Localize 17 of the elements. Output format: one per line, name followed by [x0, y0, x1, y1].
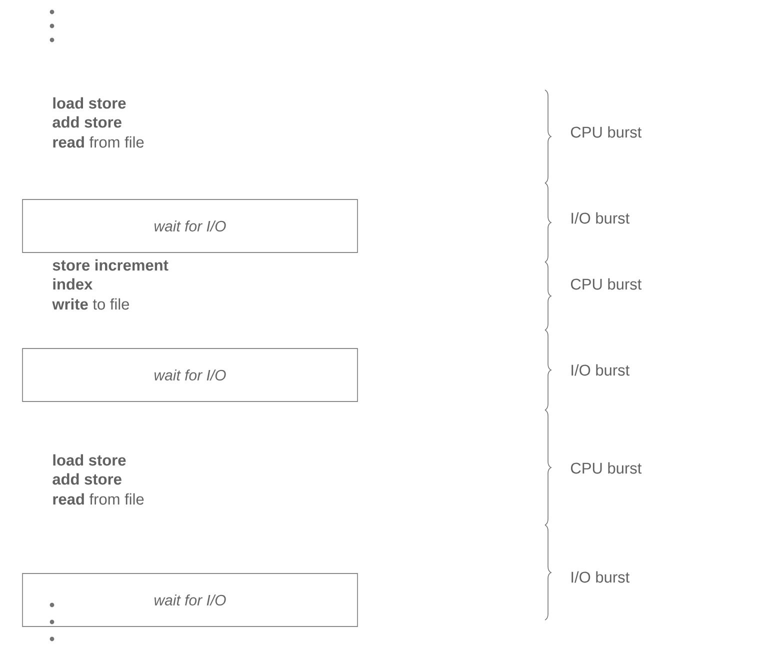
- code-line: read from file: [53, 493, 144, 505]
- code-line: add store: [52, 116, 122, 128]
- code-line: write to file: [52, 298, 130, 310]
- burst-label: I/O burst: [572, 571, 630, 583]
- code-line: load store: [53, 97, 126, 109]
- process-box: wait for I/O: [22, 348, 358, 402]
- code-line: read from file: [53, 136, 144, 148]
- code-line: add store: [52, 473, 122, 485]
- burst-label: CPU burst: [570, 126, 642, 138]
- burst-label: I/O burst: [572, 212, 630, 224]
- code-line: index: [53, 278, 93, 290]
- burst-label: CPU burst: [570, 462, 642, 474]
- process-box: wait for I/O: [22, 573, 358, 627]
- burst-label: I/O burst: [572, 364, 630, 376]
- process-box: wait for I/O: [22, 199, 358, 253]
- code-line: load store: [53, 454, 126, 466]
- burst-label: CPU burst: [570, 278, 642, 290]
